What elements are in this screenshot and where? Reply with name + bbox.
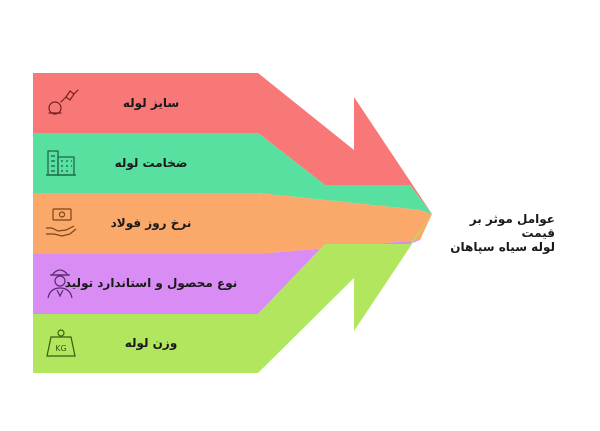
summary-text: عوامل موثر بر قیمت لوله سیاه سپاهان	[445, 212, 555, 254]
money-hand-icon	[46, 208, 77, 237]
segment-band-1	[33, 73, 432, 214]
segment-band-5	[33, 214, 432, 373]
cable-icon	[48, 89, 79, 115]
segment-label-4: نوع محصول و استاندارد تولید	[64, 276, 238, 290]
segment-band-3	[33, 193, 432, 254]
summary-line-1: عوامل موثر بر قیمت	[469, 212, 555, 240]
building-icon	[46, 150, 76, 176]
weight-kg-icon	[46, 329, 76, 357]
summary-line-2: لوله سیاه سپاهان	[450, 240, 555, 254]
segment-label-1: سایز لوله	[122, 96, 180, 110]
segment-label-3: نرخ روز فولاد	[110, 216, 192, 230]
segment-band-2	[33, 133, 432, 214]
weight-kg-text: KG	[55, 344, 66, 353]
segment-label-5: وزن لوله	[124, 336, 178, 350]
worker-icon	[47, 269, 73, 299]
segment-label-2: ضخامت لوله	[114, 156, 188, 170]
segment-band-4	[33, 240, 420, 314]
